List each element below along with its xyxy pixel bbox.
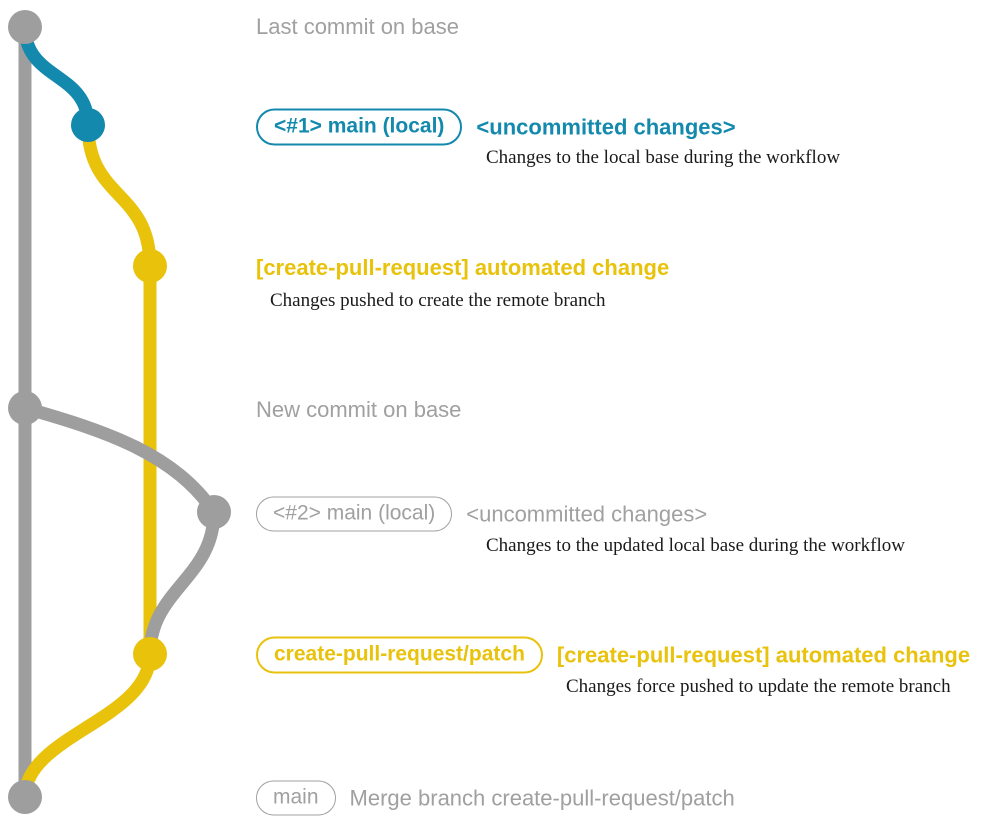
commit-node-local-1 (71, 108, 105, 142)
branch-label-local-1[interactable]: <#1> main (local) (256, 108, 463, 146)
branch-label-main[interactable]: main (256, 780, 336, 816)
row-local-uncommitted-2: <#2> main (local) <uncommitted changes> (256, 496, 708, 532)
row-remote-update-branch: create-pull-request/patch [create-pull-r… (256, 636, 971, 674)
commit-message: Last commit on base (256, 14, 459, 39)
subtext-remote-create-branch: Changes pushed to create the remote bran… (270, 290, 606, 311)
commit-node-base-new (8, 391, 42, 425)
commit-node-base-last (8, 10, 42, 44)
edge-local1-to-remote-create (81, 118, 157, 273)
commit-message: <uncommitted changes> (466, 501, 708, 526)
commit-nodes (8, 10, 231, 814)
commit-message: Merge branch create-pull-request/patch (349, 785, 735, 810)
edge-local2-to-remote-update (143, 505, 221, 661)
subtext-remote-update-branch: Changes force pushed to update the remot… (566, 676, 951, 697)
edge-base-new-to-local2 (18, 401, 221, 519)
row-last-commit-on-base: Last commit on base (256, 16, 459, 38)
branch-label-local-2[interactable]: <#2> main (local) (256, 496, 453, 532)
branch-label-remote-patch[interactable]: create-pull-request/patch (256, 636, 543, 674)
commit-message: [create-pull-request] automated change (556, 642, 971, 667)
commit-node-remote-update (133, 637, 167, 671)
row-new-commit-on-base: New commit on base (256, 399, 461, 421)
row-local-uncommitted-1: <#1> main (local) <uncommitted changes> (256, 108, 736, 146)
commit-node-remote-create (133, 249, 167, 283)
commit-message: [create-pull-request] automated change (256, 255, 670, 280)
commit-message: <uncommitted changes> (476, 114, 736, 139)
commit-message: New commit on base (256, 397, 462, 422)
commit-node-local-2 (197, 495, 231, 529)
row-remote-create-branch: [create-pull-request] automated change (256, 257, 669, 279)
subtext-local-uncommitted-2: Changes to the updated local base during… (486, 535, 905, 556)
subtext-local-uncommitted-1: Changes to the local base during the wor… (486, 147, 841, 168)
edge-base-to-local1 (18, 20, 95, 132)
edge-remote-update-to-merge (18, 647, 157, 804)
row-base-merge-commit: main Merge branch create-pull-request/pa… (256, 780, 735, 816)
commit-node-base-merge (8, 780, 42, 814)
